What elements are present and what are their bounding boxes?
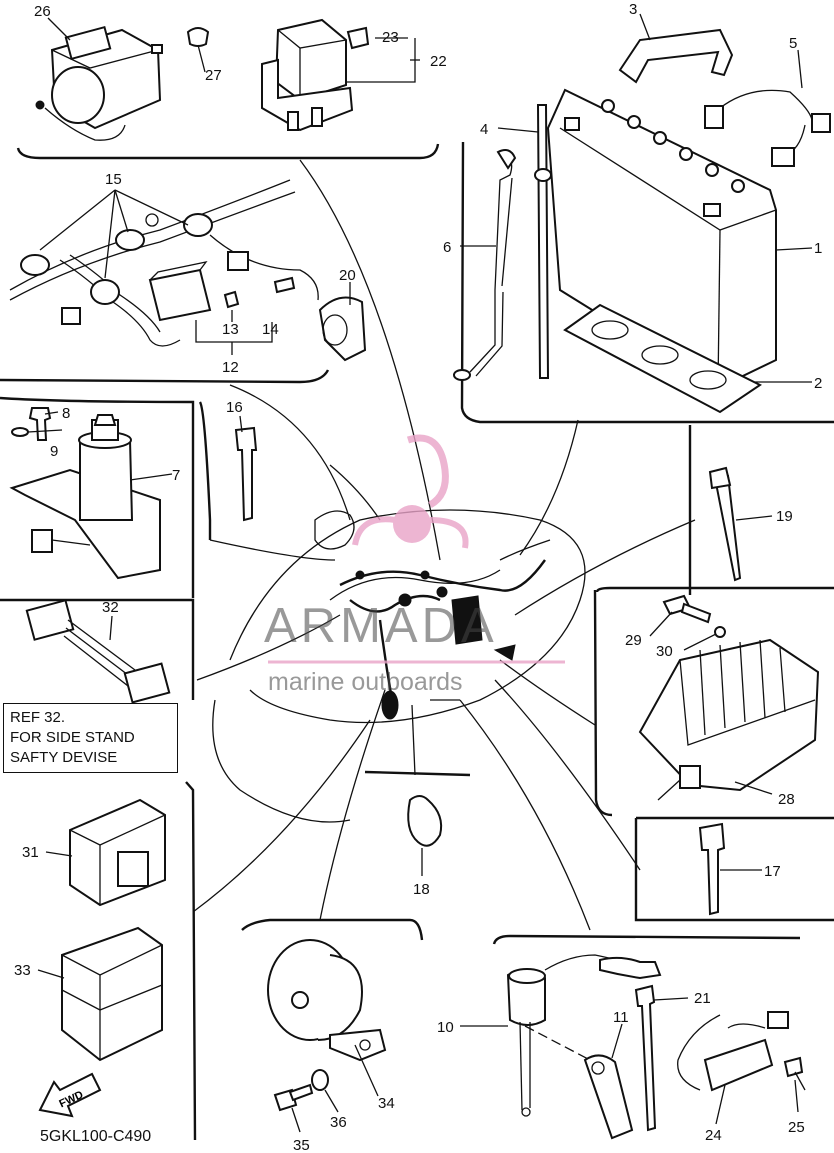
part-20-holder (318, 296, 367, 362)
part-5-lead (704, 89, 831, 167)
label-20: 20 (339, 267, 356, 284)
ref-note-line: FOR SIDE STAND (10, 729, 135, 746)
label-6: 6 (443, 239, 451, 256)
label-25: 25 (788, 1119, 805, 1136)
label-14: 14 (262, 321, 279, 338)
ref-note-box: REF 32. FOR SIDE STAND SAFTY DEVISE (3, 703, 178, 773)
label-12: 12 (222, 359, 239, 376)
part-23-fuse (346, 26, 370, 50)
label-32: 32 (102, 599, 119, 616)
part-6-cable (453, 149, 517, 381)
label-21: 21 (694, 990, 711, 1007)
part-32-sub-harness (25, 599, 171, 704)
label-11: 11 (613, 1009, 629, 1026)
label-10: 10 (437, 1019, 454, 1036)
label-26: 26 (34, 3, 51, 20)
watermark-subtitle: marine outboards (268, 668, 463, 696)
part-4-rod (534, 104, 552, 379)
part-33-unit (61, 926, 163, 1062)
label-22: 22 (430, 53, 447, 70)
part-10-switch (506, 954, 662, 1117)
fwd-arrow-icon: FWD (38, 1072, 102, 1118)
part-21-cable-tie (634, 984, 657, 1132)
part-15-harness (9, 179, 319, 347)
diagram-code: 5GKL100-C490 (40, 1128, 152, 1145)
label-29: 29 (625, 632, 642, 649)
part-34-horn (267, 939, 387, 1062)
label-3: 3 (629, 1, 637, 18)
part-18-clamp (407, 795, 443, 847)
ref-note-line: REF 32. (10, 709, 66, 726)
leader-lines (192, 159, 696, 931)
label-33: 33 (14, 962, 31, 979)
part-35-bolt (273, 1083, 314, 1112)
part-9-washer (11, 427, 29, 437)
part-36-washer (311, 1069, 329, 1091)
label-34: 34 (378, 1095, 395, 1112)
part-22-relay (261, 18, 354, 132)
label-4: 4 (480, 121, 488, 138)
part-12-fuse-box (148, 261, 212, 322)
part-19-cable-tie (708, 466, 742, 582)
ref-note-line: SAFTY DEVISE (10, 749, 118, 766)
label-15: 15 (105, 171, 122, 188)
label-27: 27 (205, 67, 222, 84)
part-17-cable-tie (698, 822, 726, 916)
part-30-washer (714, 626, 726, 638)
wiring-harness-center (212, 509, 586, 823)
part-8-bolt (28, 407, 52, 441)
label-19: 19 (776, 508, 793, 525)
label-8: 8 (62, 405, 70, 422)
label-23: 23 (382, 29, 399, 46)
label-2: 2 (814, 375, 822, 392)
part-3-band (618, 28, 734, 84)
panel-frames (0, 141, 834, 1141)
part-11-bracket (583, 1054, 634, 1140)
label-28: 28 (778, 791, 795, 808)
part-28-rectifier (638, 638, 820, 801)
part-29-bolt (662, 594, 712, 624)
label-24: 24 (705, 1127, 722, 1144)
part-number-labels: 1 2 3 4 5 6 7 8 9 10 11 12 13 14 15 16 1… (14, 1, 822, 1153)
label-31: 31 (22, 844, 39, 861)
callout-leaders (27, 13, 813, 1133)
part-16-cable-tie (234, 426, 258, 522)
part-31-relay (69, 798, 166, 907)
label-16: 16 (226, 399, 243, 416)
watermark-logo (268, 434, 565, 664)
part-7-main-switch (9, 414, 161, 580)
label-7: 7 (172, 467, 180, 484)
label-5: 5 (789, 35, 797, 52)
label-18: 18 (413, 881, 430, 898)
part-24-sensor (677, 1011, 789, 1092)
part-25-screw (783, 1056, 806, 1091)
part-26-relay (35, 25, 163, 141)
watermark-title: ARMADA (264, 599, 498, 653)
label-9: 9 (50, 443, 58, 460)
part-14-fuse (273, 276, 296, 294)
label-30: 30 (656, 643, 673, 660)
part-13-fuse (223, 290, 240, 309)
label-13: 13 (222, 321, 239, 338)
label-1: 1 (814, 240, 822, 257)
label-17: 17 (764, 863, 781, 880)
label-35: 35 (293, 1137, 310, 1153)
part-2-tray (563, 303, 762, 414)
label-36: 36 (330, 1114, 347, 1131)
part-27-nut (186, 27, 210, 47)
